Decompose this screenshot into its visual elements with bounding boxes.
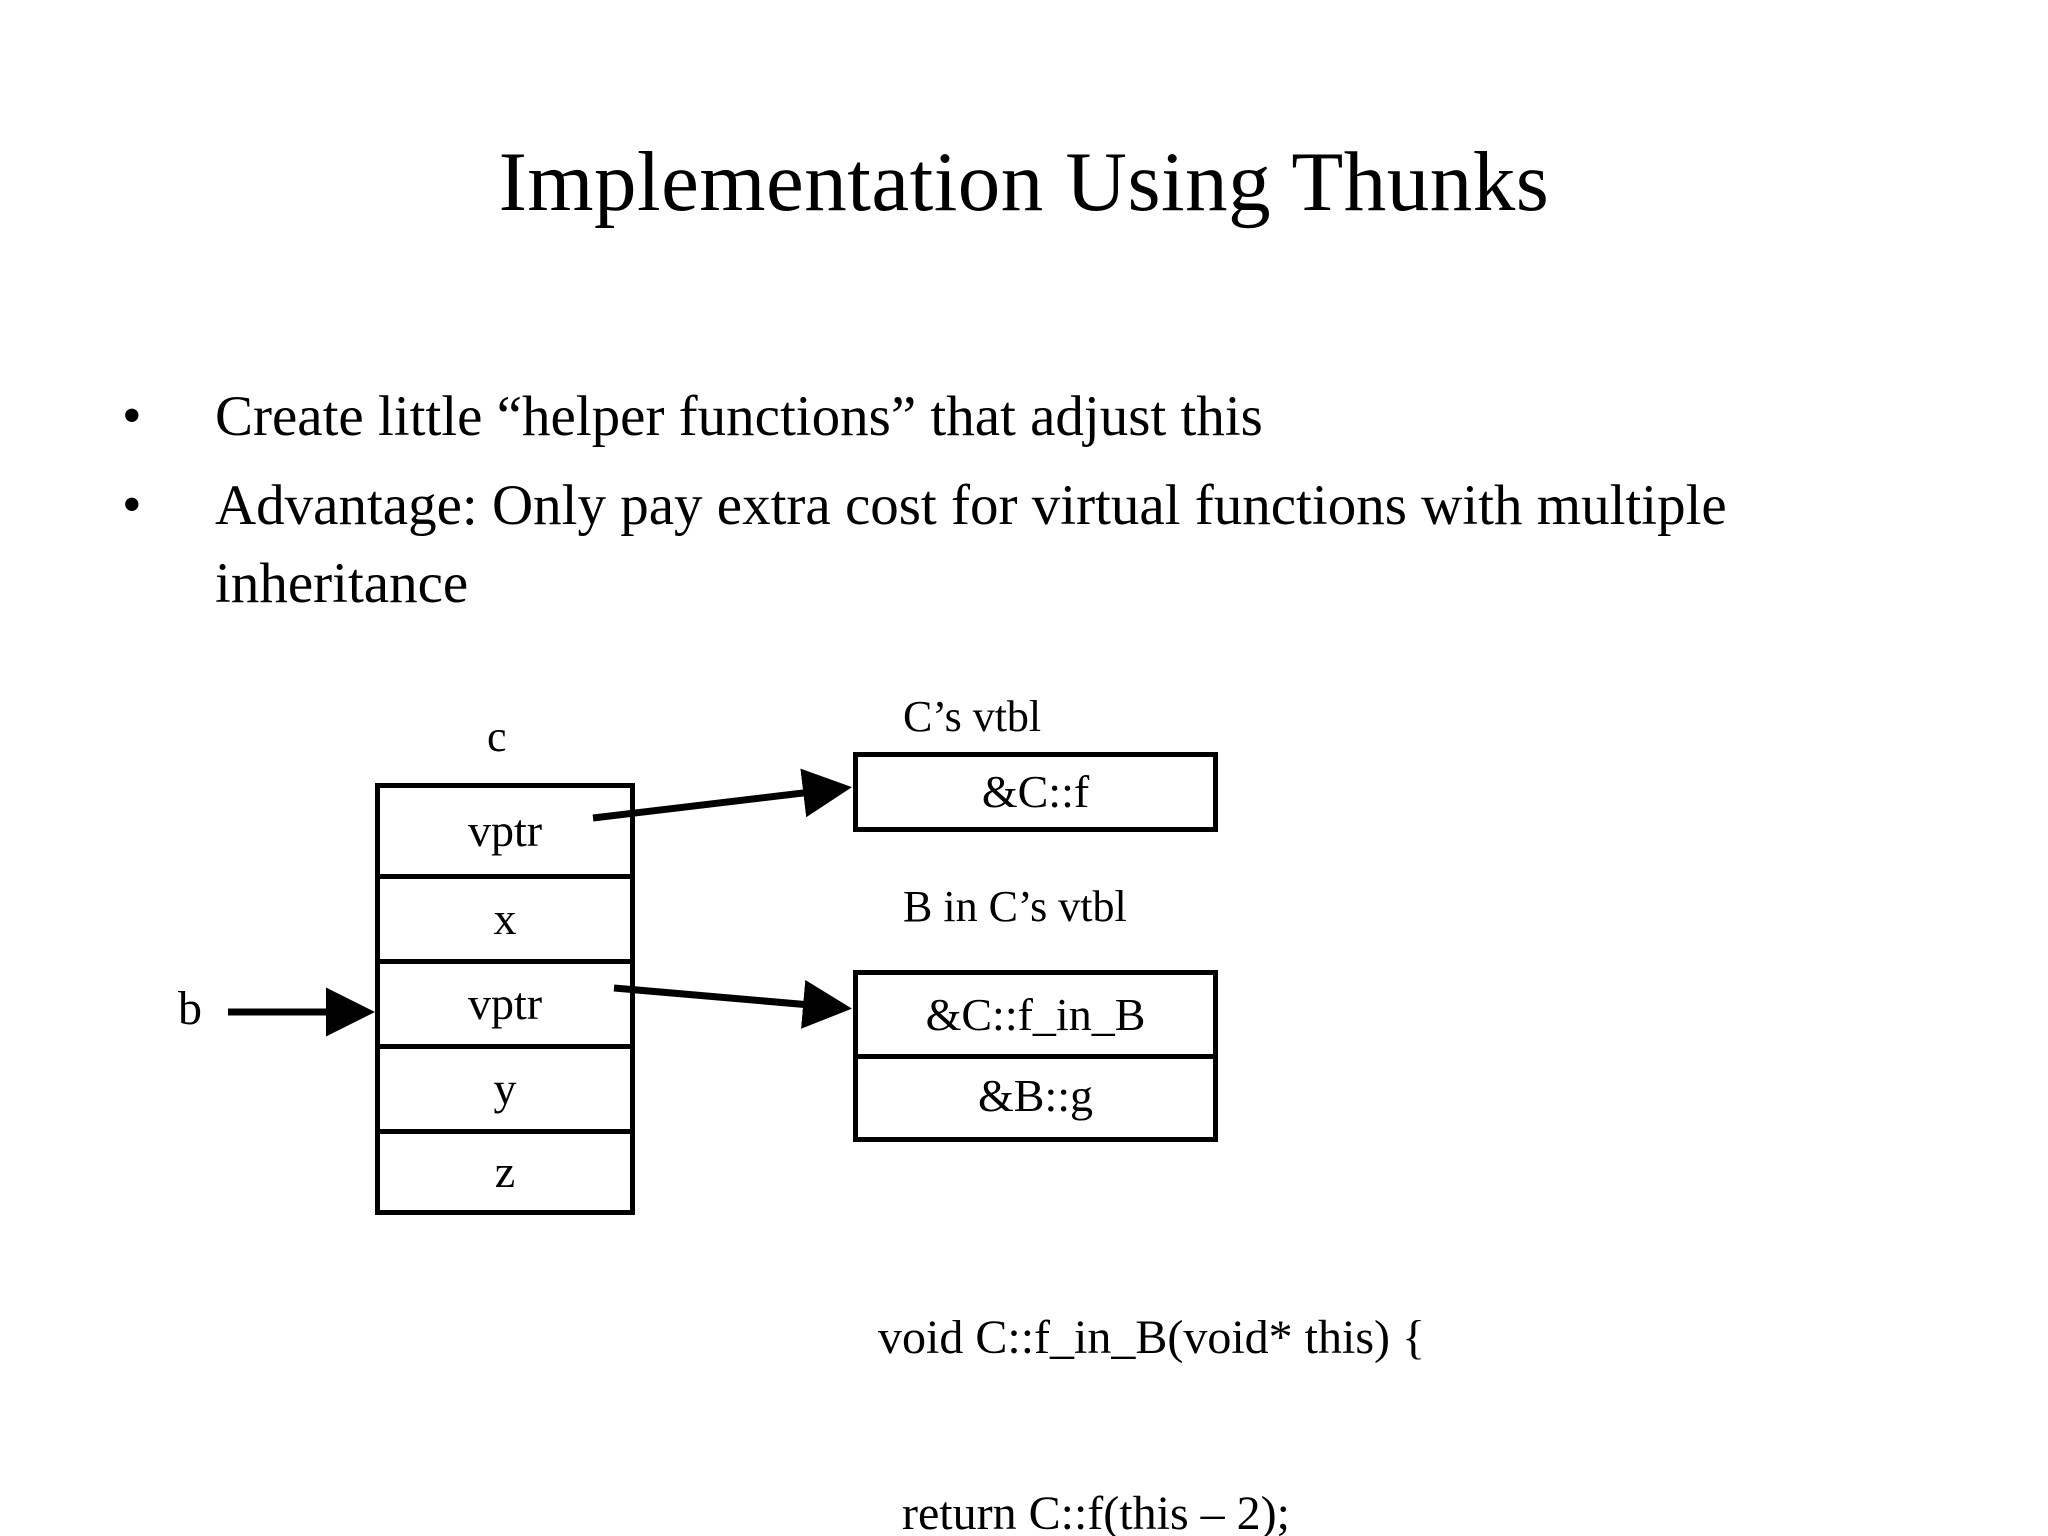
pointer-label-b: b (178, 982, 202, 1035)
bullet-list: • Create little “helper functions” that … (110, 378, 1950, 634)
vtbl-box-c: &C::f (853, 752, 1218, 832)
page-title: Implementation Using Thunks (498, 135, 1550, 229)
vtbl-caption-b-in-c: B in C’s vtbl (903, 882, 1127, 931)
object-slot-y: y (380, 1044, 630, 1129)
code-line-2: return C::f(this – 2); (878, 1486, 1290, 1536)
thunk-code-block: void C::f_in_B(void* this) { return C::f… (878, 1192, 1425, 1536)
object-layout-box: vptr x vptr y z (375, 783, 635, 1215)
code-line-1: void C::f_in_B(void* this) { (878, 1311, 1426, 1365)
vtbl-entry-c-f: &C::f (858, 757, 1213, 827)
vtbl-caption-c: C’s vtbl (903, 692, 1042, 741)
vtbl-entry-c-f-in-b: &C::f_in_B (858, 975, 1213, 1054)
bullet-text: Advantage: Only pay extra cost for virtu… (215, 473, 1727, 616)
object-slot-vptr-b: vptr (380, 959, 630, 1044)
object-slot-z: z (380, 1129, 630, 1210)
arrow-vptr-b-to-vtbl-b-in-c (613, 979, 852, 1029)
list-item: • Create little “helper functions” that … (110, 378, 1950, 457)
bullet-text: Create little “helper functions” that ad… (215, 385, 1263, 448)
vtbl-box-b-in-c: &C::f_in_B &B::g (853, 970, 1218, 1142)
object-slot-vptr-c: vptr (380, 788, 630, 874)
list-item: • Advantage: Only pay extra cost for vir… (110, 467, 1950, 624)
object-slot-x: x (380, 874, 630, 959)
pointer-label-c: c (487, 712, 507, 761)
bullet-marker-icon: • (122, 473, 142, 536)
bullet-marker-icon: • (122, 385, 142, 447)
vtbl-entry-b-g: &B::g (858, 1054, 1213, 1132)
